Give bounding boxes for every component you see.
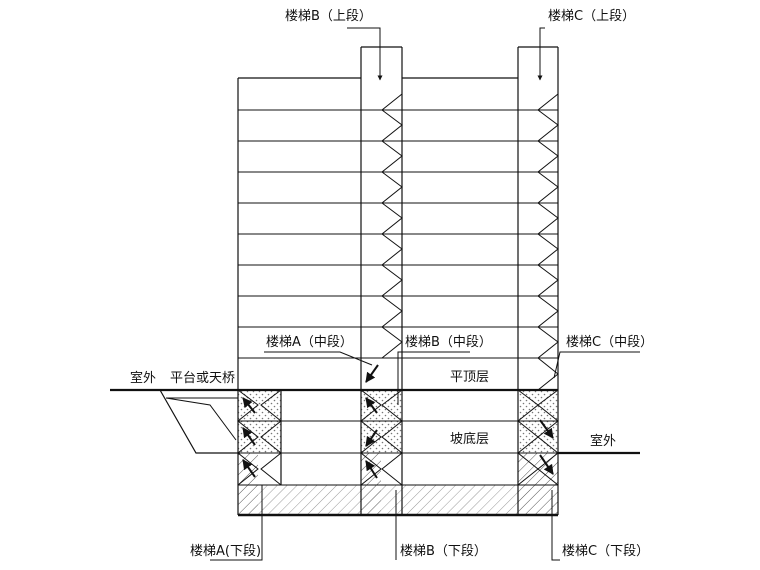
- label-slope-bottom-floor: 坡底层: [450, 431, 489, 447]
- terrain: [110, 388, 640, 455]
- hatched-ground-walls: [238, 453, 558, 515]
- leader-lines: [180, 27, 640, 561]
- label-stair-c-middle: 楼梯C（中段）: [566, 335, 653, 350]
- label-stair-b-upper: 楼梯B（上段）: [285, 9, 372, 24]
- label-outdoor-right: 室外: [590, 433, 616, 449]
- stair-c-flights: [537, 93, 559, 391]
- stair-b-flights: [381, 93, 403, 359]
- label-platform-or-bridge: 平台或天桥: [170, 371, 235, 386]
- label-stair-c-lower: 楼梯C（下段）: [562, 544, 649, 559]
- stair-a-flights: [237, 389, 282, 486]
- label-stair-b-lower: 楼梯B（下段）: [400, 544, 487, 559]
- stair-c-lower-flights: [517, 389, 559, 486]
- label-outdoor-left: 室外: [130, 370, 156, 386]
- floor-lines: [238, 109, 558, 486]
- stair-b-lower-flights: [360, 389, 403, 486]
- label-stair-a-middle: 楼梯A（中段）: [266, 335, 353, 350]
- label-stair-b-middle: 楼梯B（中段）: [405, 335, 492, 350]
- label-stair-a-lower: 楼梯A(下段): [190, 544, 261, 559]
- label-stair-c-upper: 楼梯C（上段）: [548, 9, 635, 24]
- label-flat-top-floor: 平顶层: [450, 370, 489, 385]
- evacuation-arrows: [242, 364, 554, 479]
